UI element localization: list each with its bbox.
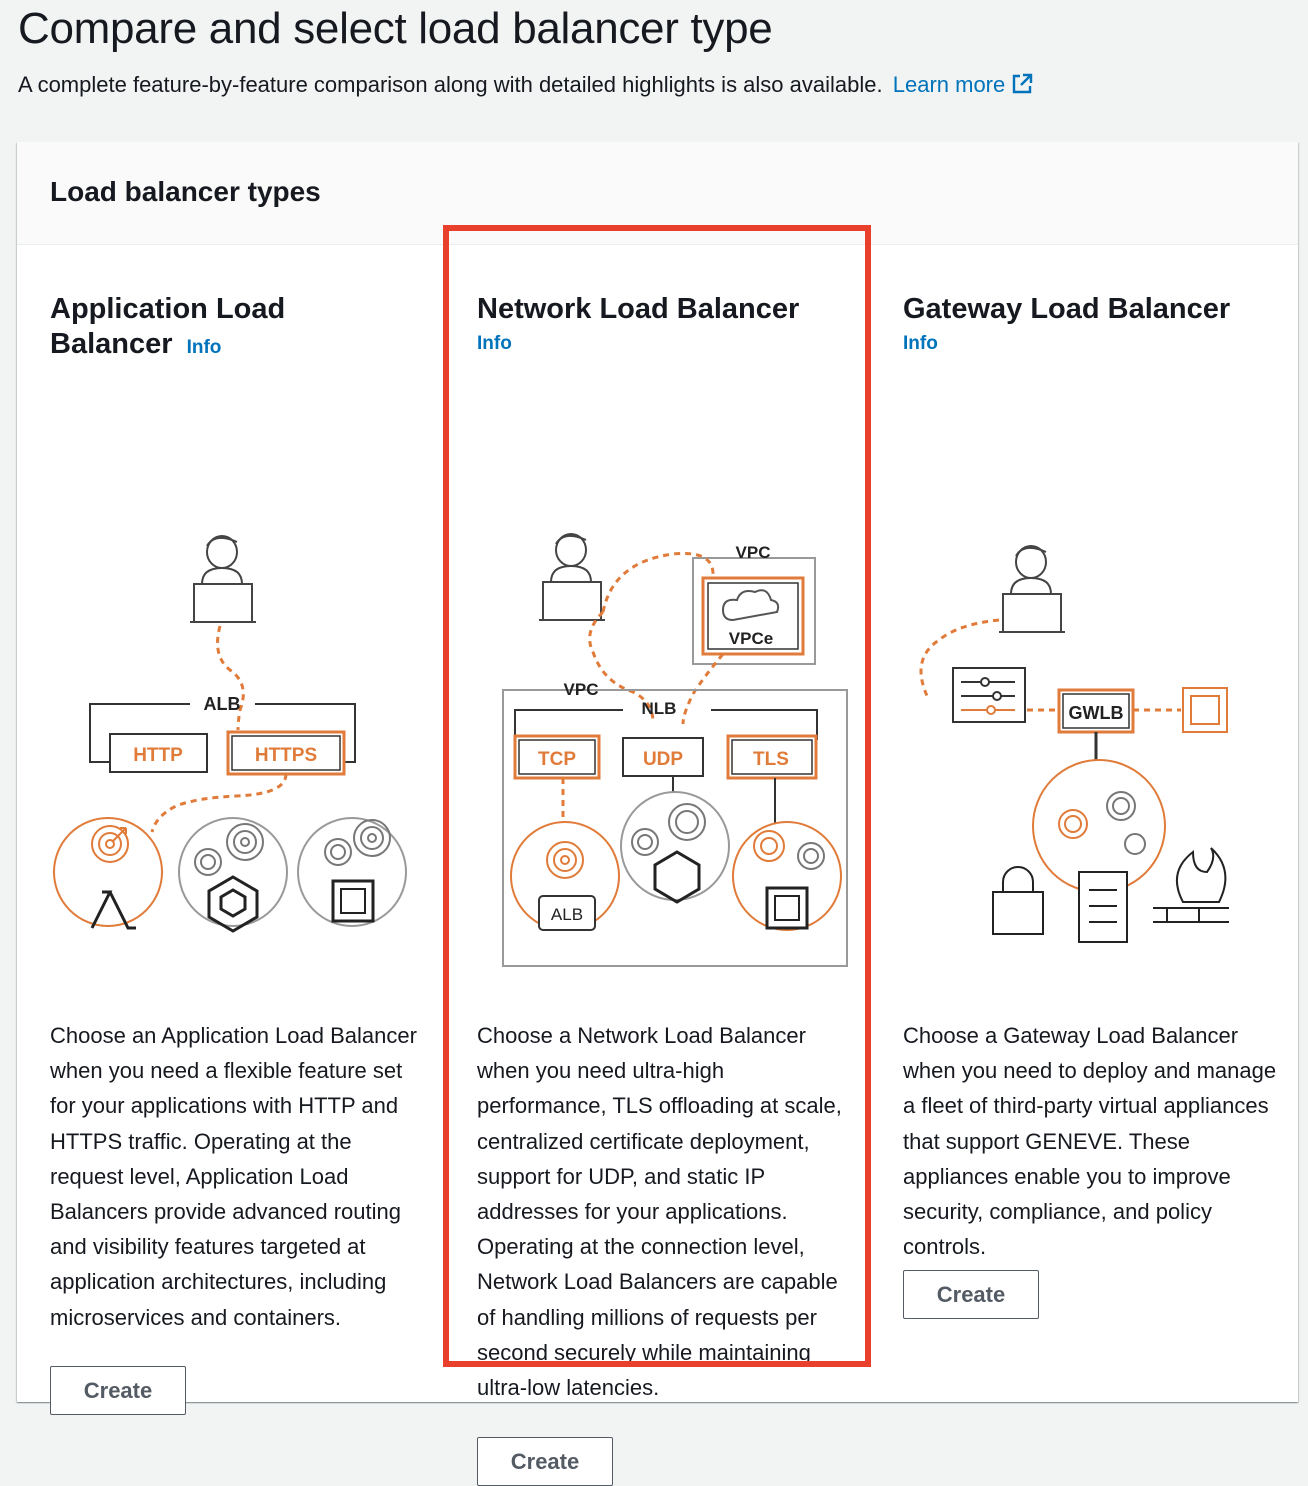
gwlb-diagram: GWLB [919,545,1229,943]
card-title: Network Load Balancer [477,292,857,327]
user-icon [190,535,256,623]
card-title-text: Gateway Load Balancer [903,293,1231,325]
card-title: Gateway Load Balancer [903,292,1283,327]
https-label: HTTPS [255,745,317,766]
create-nlb-button[interactable]: Create [477,1437,613,1486]
user-icon [999,545,1065,633]
info-link[interactable]: Info [477,333,512,354]
nlb-label: NLB [642,699,677,718]
container-header: Load balancer types [17,142,1298,245]
subtitle-text: A complete feature-by-feature comparison… [18,72,883,97]
udp-label: UDP [643,749,683,770]
card-description: Choose an Application Load Balancer when… [50,1023,417,1330]
card-description: Choose a Network Load Balancer when you … [477,1023,842,1401]
alb-label: ALB [204,694,241,714]
card-title: Application Load Balancer Info [50,292,350,365]
tls-label: TLS [753,749,789,770]
nlb-diagram: VPC VPCe VPC NLB TCP UDP TLS [502,533,848,967]
create-gwlb-button[interactable]: Create [903,1270,1039,1319]
application-load-balancer-card: Application Load Balancer Info ALB HTTP … [50,292,430,1415]
learn-more-link[interactable]: Learn more [893,72,1034,97]
card-title-text: Network Load Balancer [477,293,800,325]
load-balancer-types-container: Load balancer types Application Load Bal… [17,142,1298,1486]
user-icon [539,533,605,621]
info-link[interactable]: Info [903,333,938,354]
tcp-label: TCP [538,749,576,770]
vpce-label: VPCe [729,629,773,648]
card-description: Choose a Gateway Load Balancer when you … [903,1023,1277,1260]
learn-more-label: Learn more [892,72,1006,97]
http-label: HTTP [133,745,183,766]
page-subtitle: A complete feature-by-feature comparison… [18,72,1033,98]
info-link[interactable]: Info [186,337,222,358]
card-title-text: Application Load Balancer [50,293,286,360]
page-title: Compare and select load balancer type [18,4,773,53]
gwlb-label: GWLB [1069,703,1124,723]
vpc-label: VPC [564,680,599,699]
external-link-icon [1013,73,1033,94]
create-alb-button[interactable]: Create [50,1366,186,1415]
alb-diagram: ALB HTTP HTTPS [53,535,407,933]
alb-target-label: ALB [551,905,583,924]
gateway-load-balancer-card: Gateway Load Balancer Info GWLB [903,292,1283,1319]
vpc-top-label: VPC [736,543,771,562]
container-title: Load balancer types [50,176,321,207]
network-load-balancer-card: Network Load Balancer Info VPC VPCe VPC [477,292,857,1486]
